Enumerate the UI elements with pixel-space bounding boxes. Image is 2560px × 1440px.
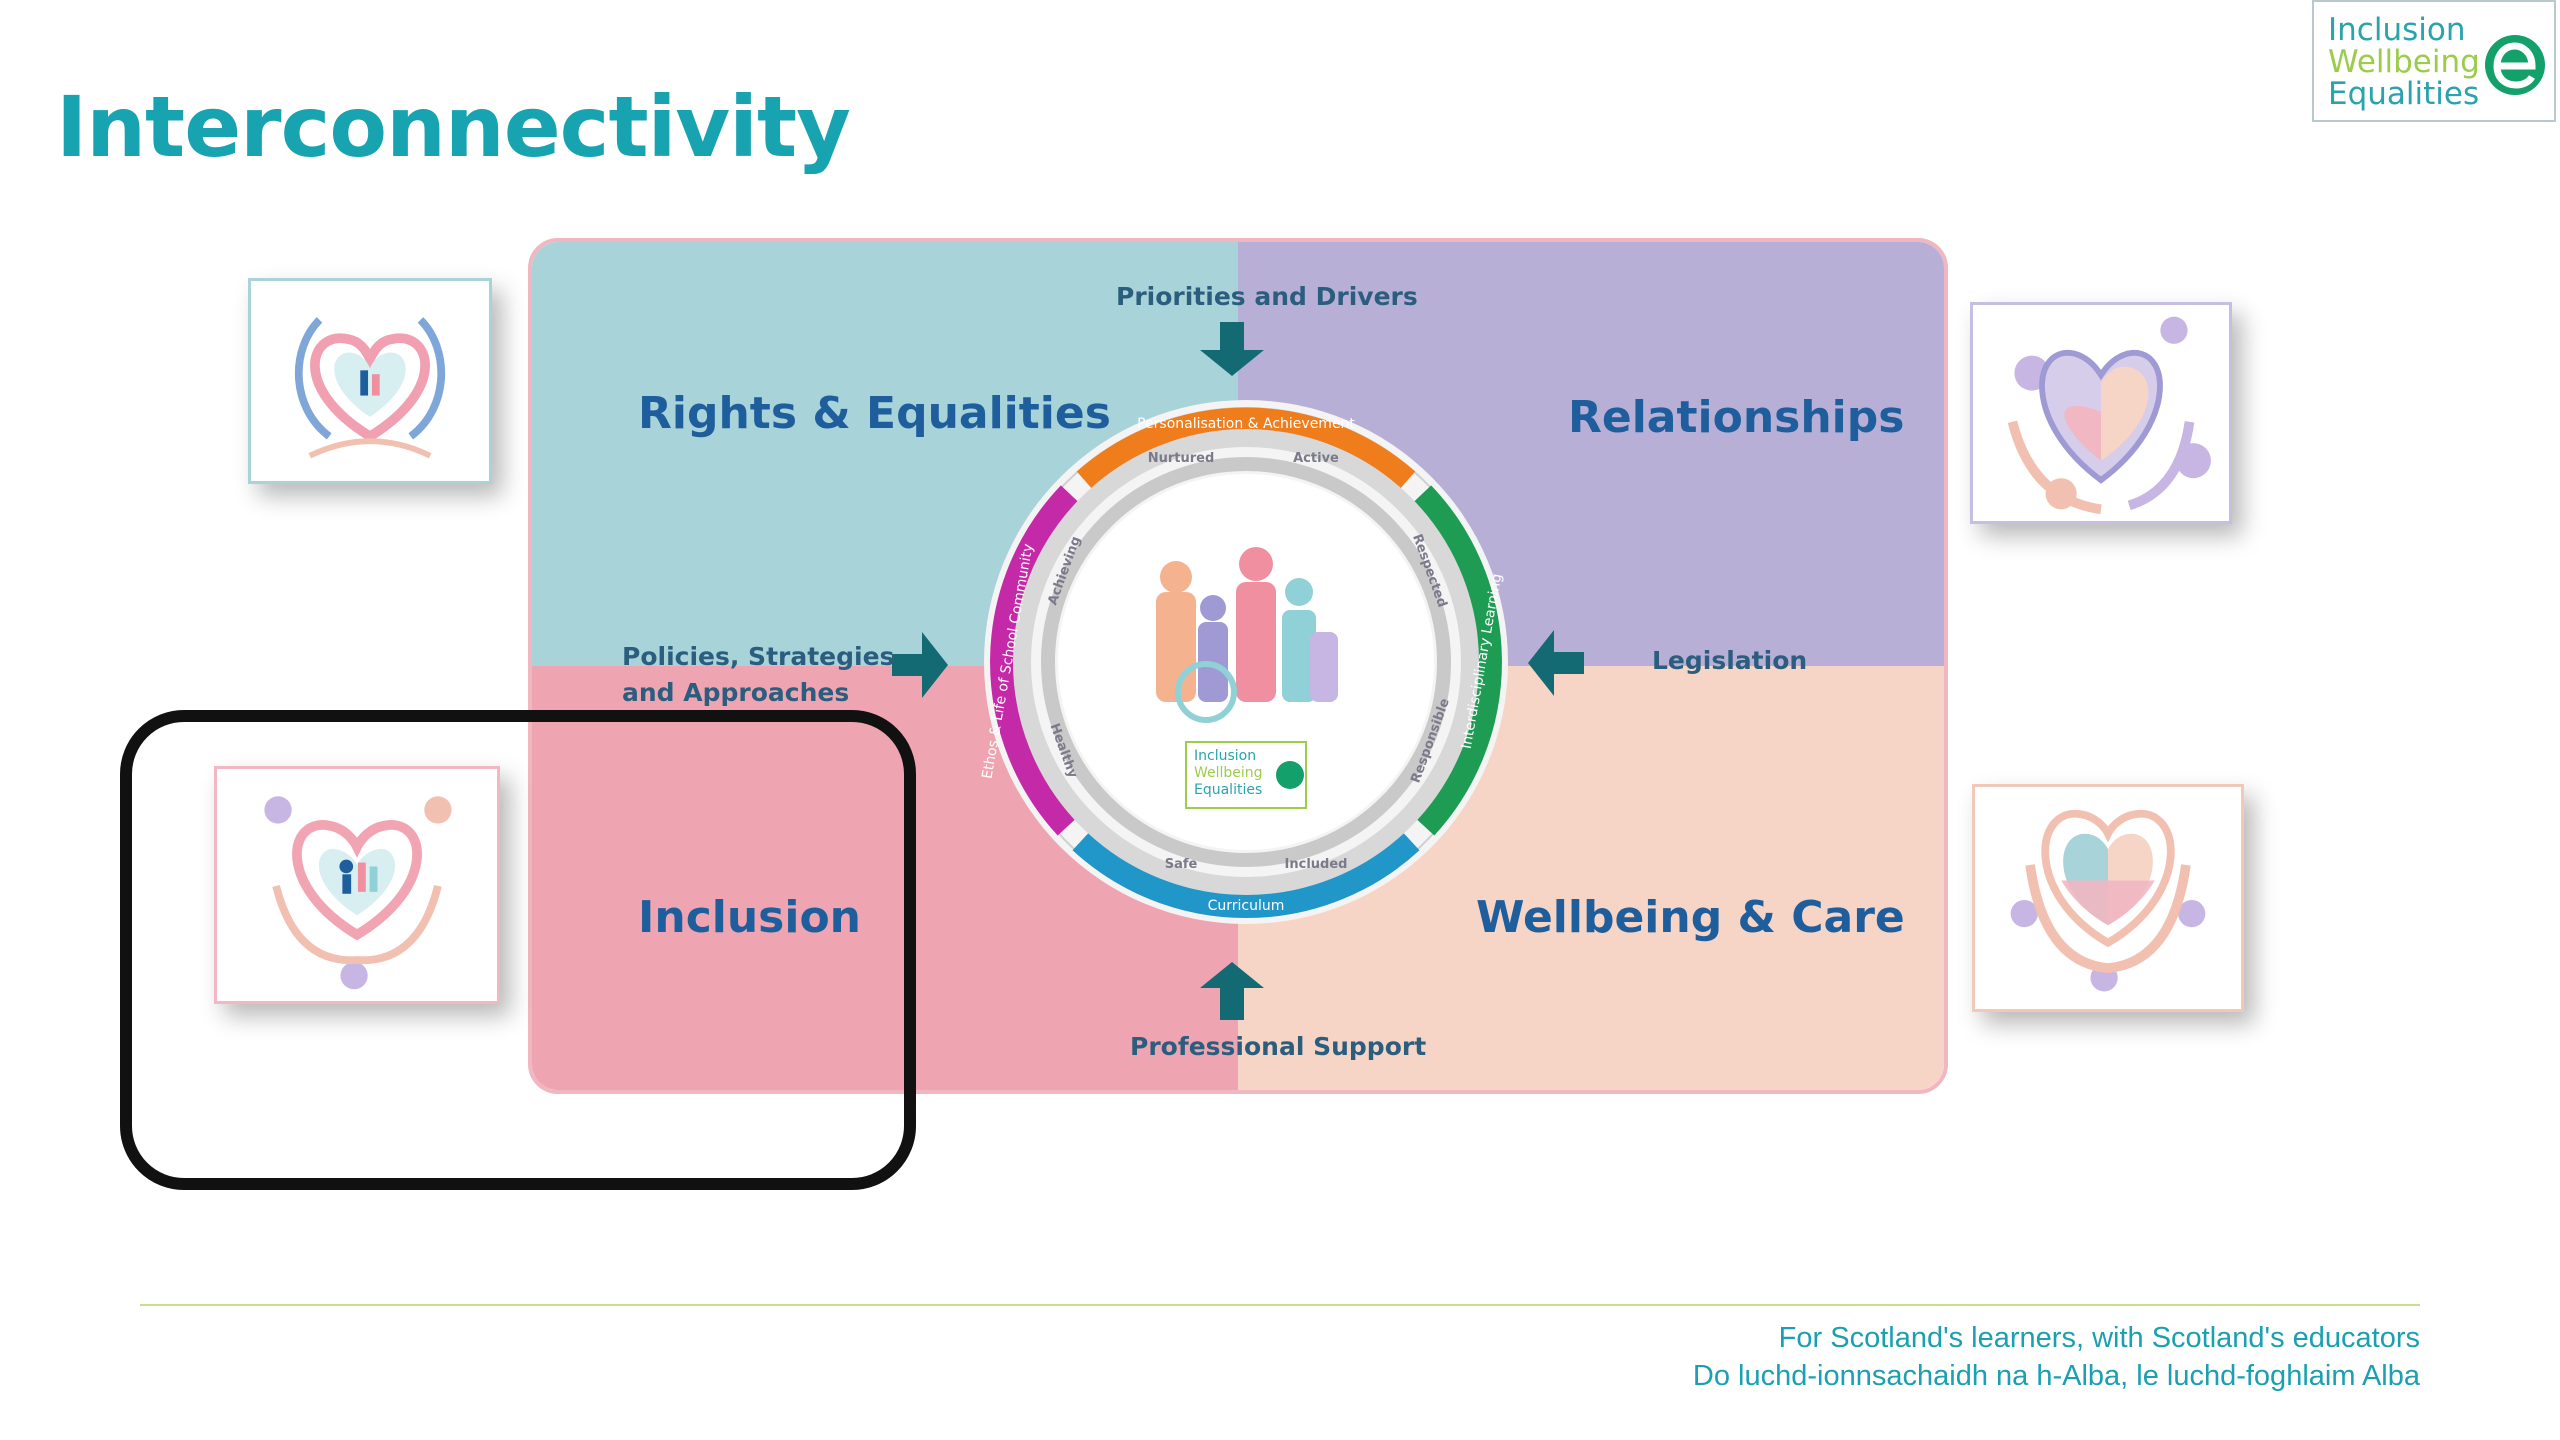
driver-legislation: Legislation	[1652, 646, 1808, 675]
brand-logo: Inclusion Wellbeing Equalities	[2312, 0, 2556, 122]
wellbeing-care-icon	[1972, 784, 2244, 1012]
diagram-arrows-wheel: Personalisation & Achievement Curriculum…	[892, 322, 1584, 1020]
inner-label-0: Nurtured	[1148, 451, 1215, 466]
center-logo-e-icon	[1276, 761, 1304, 789]
driver-policies-line2: and Approaches	[622, 678, 850, 707]
arrow-right-icon	[892, 632, 948, 698]
curriculum-wheel: Personalisation & Achievement Curriculum…	[979, 400, 1508, 924]
inclusion-highlight-frame	[120, 710, 916, 1190]
label-rights-equalities: Rights & Equalities	[638, 388, 1111, 439]
ring-label-top: Personalisation & Achievement	[1137, 416, 1355, 432]
driver-professional-support: Professional Support	[1130, 1032, 1427, 1061]
logo-word-equalities: Equalities	[2328, 76, 2480, 112]
logo-word-inclusion: Inclusion	[2328, 12, 2466, 48]
inner-label-5: Safe	[1165, 857, 1198, 872]
footer-line-gaelic: Do luchd-ionnsachaidh na h-Alba, le luch…	[1692, 1360, 2420, 1392]
driver-policies-line1: Policies, Strategies	[622, 642, 895, 671]
arrow-down-icon	[1200, 322, 1264, 376]
page-title: Interconnectivity	[56, 78, 851, 176]
inner-label-4: Included	[1285, 857, 1348, 872]
arrow-up-icon	[1200, 962, 1264, 1020]
driver-priorities: Priorities and Drivers	[1116, 282, 1418, 311]
label-wellbeing-care: Wellbeing & Care	[1476, 892, 1905, 943]
ring-label-bottom: Curriculum	[1208, 898, 1285, 914]
arrow-left-icon	[1528, 630, 1584, 696]
label-relationships: Relationships	[1568, 392, 1905, 443]
people-group-icon	[1156, 547, 1338, 723]
rights-equalities-icon	[248, 278, 492, 484]
logo-e-icon	[2485, 35, 2545, 95]
inner-label-1: Active	[1293, 451, 1339, 466]
relationships-icon	[1970, 302, 2232, 524]
center-logo-line2: Wellbeing	[1194, 765, 1263, 781]
center-logo-line1: Inclusion	[1194, 748, 1256, 764]
inclusion-icon	[214, 766, 500, 1004]
footer-line-english: For Scotland's learners, with Scotland's…	[1778, 1322, 2420, 1354]
label-inclusion: Inclusion	[638, 892, 862, 943]
logo-word-wellbeing: Wellbeing	[2328, 44, 2480, 80]
footer-divider	[140, 1304, 2420, 1306]
center-logo-line3: Equalities	[1194, 782, 1262, 798]
